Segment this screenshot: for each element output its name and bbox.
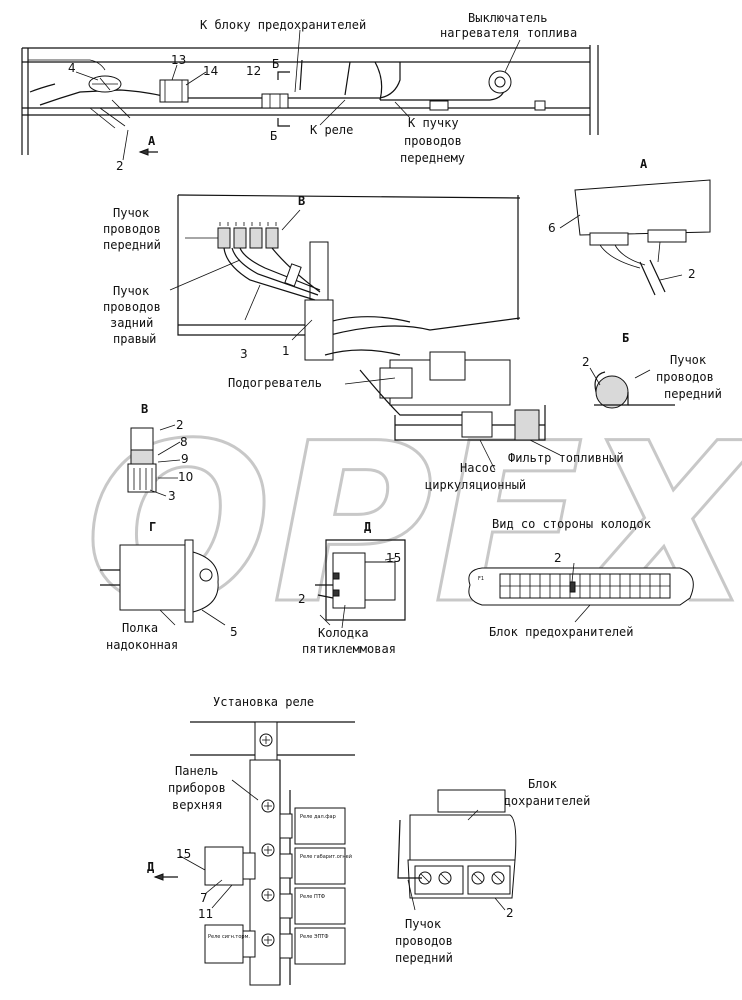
callout-2-fuse-detail: 2 [506,906,514,920]
callout-7: 7 [200,891,208,905]
label-to-bundle-2: проводов [404,134,462,148]
fuse-view-title: Вид со стороны колодок [492,517,652,531]
callout-2-fuse-view: 2 [554,551,562,565]
callout-15-relay: 15 [176,847,191,861]
relay-label-5: Реле ЭПТФ [300,934,329,940]
label-heater-switch-2: нагревателя топлива [440,26,577,40]
callout-8: 8 [180,435,188,449]
fuse-detail-bundle-2: проводов [395,934,453,948]
label-pump-1: Насос [460,461,496,475]
label-bundle-rear-1: Пучок [113,284,150,298]
detail-b-label-1: Пучок [670,353,707,367]
label-view-v-marker: В [298,194,305,208]
detail-b-label-3: передний [664,387,722,401]
relay-label-2: Реле габарит.огней [300,853,352,860]
label-heater-switch-1: Выключатель [468,11,547,25]
detail-a: А 6 2 [548,157,711,296]
callout-6: 6 [548,221,556,235]
detail-g-shelf-1: Полка [122,621,158,635]
relay-label-4: Реле сигн.торм. [208,934,250,940]
callout-11: 11 [198,907,213,921]
top-harness-view: К блоку предохранителей Выключатель нагр… [21,11,599,173]
label-to-bundle-1: К пучку [408,116,459,130]
callout-12: 12 [246,64,261,78]
relay-screws [261,799,275,947]
callout-3-detail-v: 3 [168,489,176,503]
detail-b: Б 2 Пучок проводов передний [582,331,722,409]
callout-3-middle: 3 [240,347,248,361]
fuse-detail-title-1: Блок [528,777,558,791]
fuse-detail-bundle-1: Пучок [405,917,442,931]
detail-v: В 2 8 9 10 3 [127,402,193,503]
label-fuel-filter: Фильтр топливный [508,451,624,465]
label-bundle-front-2: проводов [103,222,161,236]
detail-g-shelf-2: надоконная [106,638,178,652]
label-bundle-front-3: передний [103,238,161,252]
fuse-block-detail: Блок предохранителей 2 Пучок проводов пе… [395,777,590,965]
callout-9: 9 [181,452,189,466]
detail-d-block-2: пятиклеммовая [302,642,396,656]
label-section-b-bottom: Б [270,129,277,143]
callout-14: 14 [203,64,218,78]
connector-group [217,222,279,249]
heater-assembly-view: Пучок проводов передний Пучок проводов з… [103,194,624,492]
label-fuse-block: К блоку предохранителей [200,18,366,32]
fuse-view-label: Блок предохранителей [489,625,634,639]
callout-2-detail-b: 2 [582,355,590,369]
detail-d-title: Д [364,520,371,534]
relay-title: Установка реле [213,695,314,709]
relay-label-3: Реле ПТФ [300,894,326,900]
label-bundle-rear-4: правый [113,332,156,346]
callout-2-detail-v: 2 [176,418,184,432]
relay-panel-3: верхняя [172,798,223,812]
callout-13: 13 [171,53,186,67]
relay-label-1: Реле дал.фар [300,814,336,820]
label-heater: Подогреватель [228,376,322,390]
detail-b-label-2: проводов [656,370,714,384]
detail-d-block-1: Колодка [318,626,369,640]
fuse-block-side-view: Вид со стороны колодок 2 F1 Блок предохр… [468,517,694,639]
callout-1-middle: 1 [282,344,290,358]
callout-2-detail-d: 2 [298,592,306,606]
detail-v-title: В [141,402,148,416]
label-bundle-rear-3: задний [110,316,153,330]
label-view-a: А [148,134,156,148]
label-section-b-top: Б [272,57,279,71]
relay-installation: Установка реле Реле дал.фар Реле габарит… [147,695,355,986]
callout-2-detail-a: 2 [688,267,696,281]
label-bundle-front-1: Пучок [113,206,150,220]
detail-a-title: А [640,157,648,171]
detail-b-title: Б [622,331,629,345]
relay-panel-2: приборов [168,781,226,795]
callout-2-top: 2 [116,159,124,173]
label-to-relay: К реле [310,123,353,137]
label-bundle-rear-2: проводов [103,300,161,314]
callout-15-detail-d: 15 [386,551,401,565]
callout-5: 5 [230,625,238,639]
detail-g-title: Г [149,520,156,534]
fuse-f1-label: F1 [478,576,484,582]
relay-d-arrow-label: Д [147,860,154,874]
label-to-bundle-3: переднему [400,151,465,165]
detail-g: Г Полка надоконная 5 [100,520,238,652]
detail-d: Д 15 2 Колодка пятиклеммовая [298,520,406,656]
fuse-detail-title-2: предохранителей [482,794,590,808]
relay-panel-1: Панель [175,764,218,778]
fuse-detail-bundle-3: передний [395,951,453,965]
label-pump-2: циркуляционный [425,478,526,492]
callout-4: 4 [68,61,76,75]
callout-10: 10 [178,470,193,484]
